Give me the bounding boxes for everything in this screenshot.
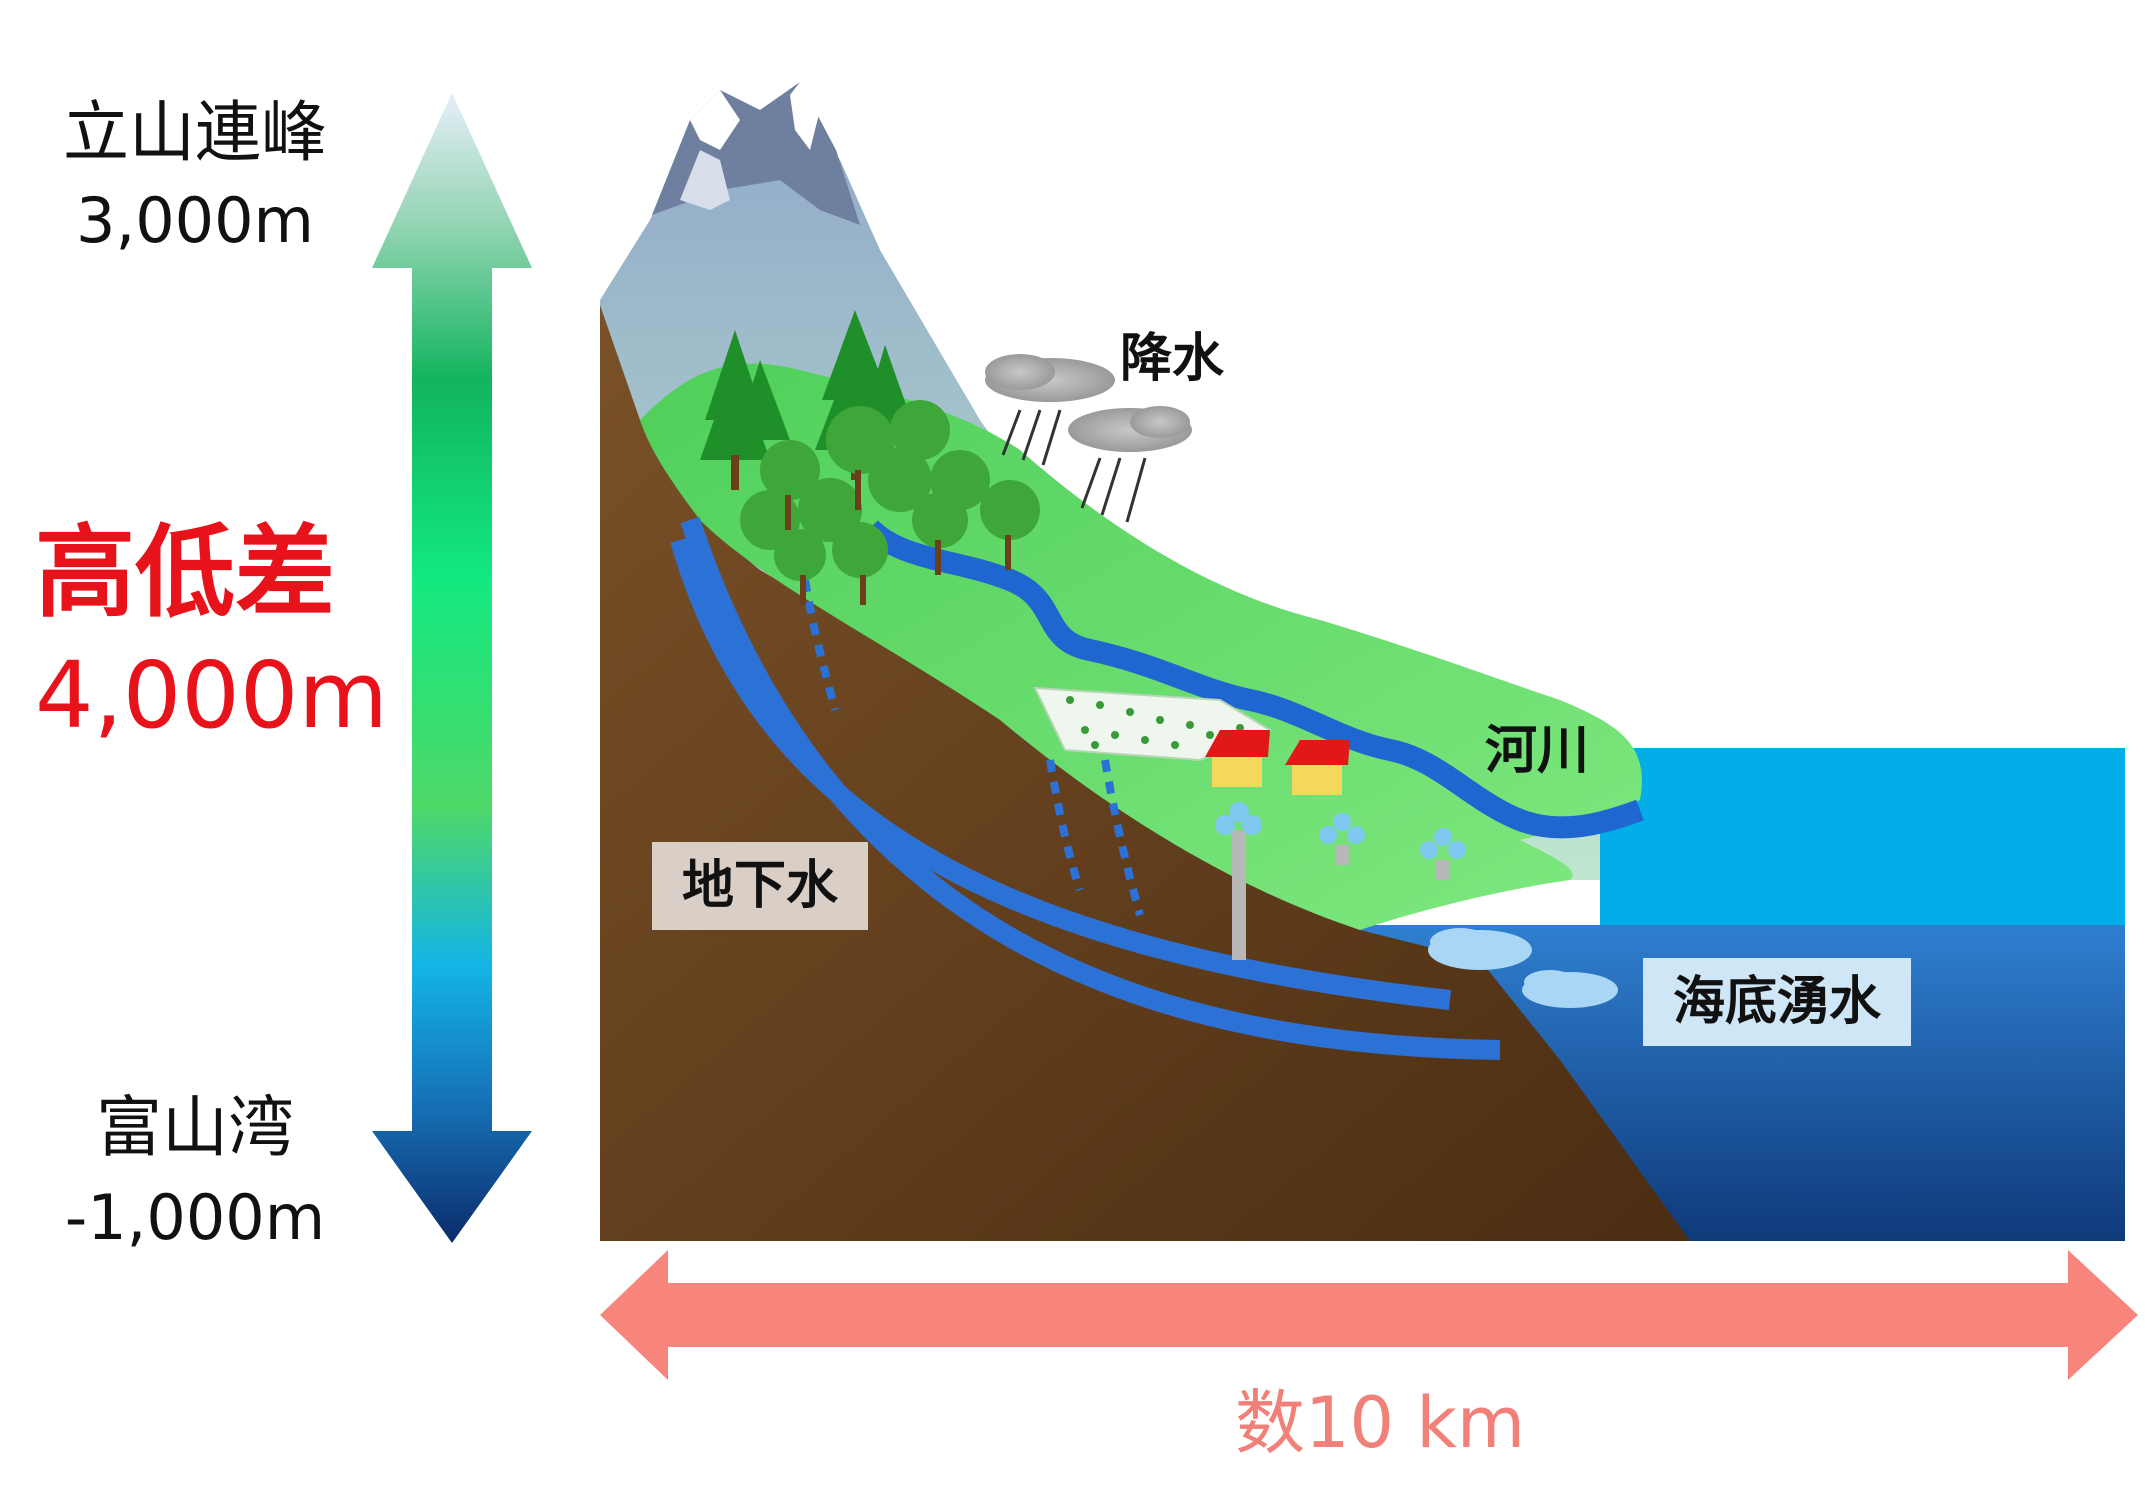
paddy-field (1033, 686, 1273, 762)
submarine-spring-plumes (1428, 928, 1618, 1008)
groundwater-seep-3 (1101, 759, 1144, 917)
soil (600, 305, 1690, 1241)
distance-arrow (600, 1250, 2138, 1380)
wells (1215, 802, 1466, 960)
submarine-spring-label: 海底湧水 (1643, 958, 1912, 1046)
bottom-elevation: -1,000m (64, 1181, 326, 1254)
top-elevation: 3,000m (76, 184, 314, 257)
cross-section (600, 90, 2125, 1241)
elevation-arrow (372, 93, 532, 1243)
distance-label: 数10 km (1235, 1382, 1526, 1464)
sea-surface (1600, 748, 2125, 926)
precipitation-label: 降水 (1120, 329, 1225, 389)
groundwater-flow-2 (680, 516, 1501, 1060)
river (861, 519, 1644, 839)
groundwater-flow-1 (670, 537, 1452, 1010)
rain-clouds (985, 354, 1192, 523)
river-label: 河川 (1485, 721, 1590, 781)
groundwater-seep-2 (1046, 759, 1084, 892)
difference-title: 高低差 (35, 514, 335, 631)
mountain-peak (652, 82, 860, 225)
bottom-name: 富山湾 (96, 1089, 294, 1166)
groundwater-seep-1 (801, 579, 839, 711)
forest (700, 310, 1040, 605)
difference-value: 4,000m (35, 642, 388, 749)
groundwater-label: 地下水 (652, 842, 869, 930)
houses (1205, 730, 1350, 795)
top-name: 立山連峰 (63, 94, 327, 171)
